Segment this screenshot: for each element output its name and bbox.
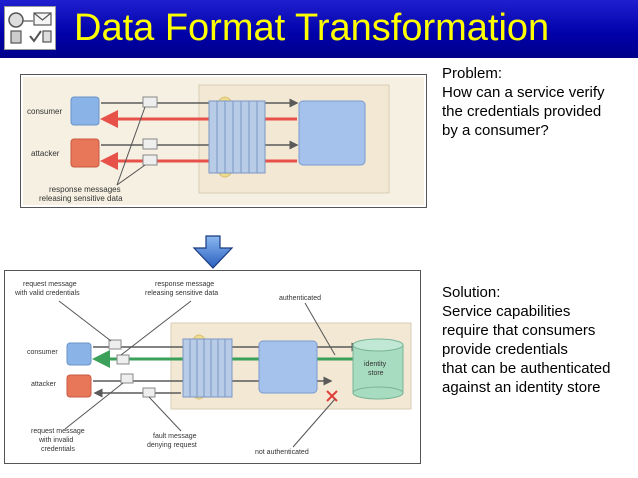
attacker-label: attacker (31, 381, 56, 388)
envelope-icon (142, 138, 158, 150)
problem-line-2: the credentials provided (442, 103, 602, 120)
envelope-icon (120, 373, 134, 384)
fault-line-1: fault message (153, 433, 197, 440)
problem-text: Problem: How can a service verify the cr… (442, 64, 605, 140)
attacker-node (70, 138, 100, 168)
authenticated-label: authenticated (279, 295, 322, 302)
request-invalid-line-3: credentials (41, 446, 75, 453)
consumer-node (66, 342, 92, 366)
identity-store-icon (352, 338, 404, 400)
consumer-label: consumer (27, 107, 63, 116)
down-arrow-icon (190, 234, 236, 275)
logo-icon (4, 6, 56, 50)
problem-line-1: How can a service verify (442, 84, 605, 101)
problem-heading: Problem: (442, 65, 503, 82)
solution-line-2: require that consumers (442, 322, 596, 339)
solution-diagram: request message with valid credentials r… (4, 270, 421, 464)
problem-diagram-graphic (23, 77, 424, 205)
solution-heading: Solution: (442, 284, 501, 301)
identity-store-line-1: identity (364, 361, 387, 368)
slide-header: Data Format Transformation (0, 0, 638, 58)
consumer-node (70, 96, 100, 126)
solution-line-5: against an identity store (442, 379, 601, 396)
envelope-icon (142, 154, 158, 166)
service-node (258, 340, 318, 394)
fault-line-2: denying request (147, 442, 197, 449)
caption-line-2: releasing sensitive data (39, 194, 123, 203)
not-authenticated-label: not authenticated (255, 449, 309, 456)
request-valid-line-2: with valid credentials (15, 290, 80, 297)
attacker-node (66, 374, 92, 398)
response-line-2: releasing sensitive data (145, 290, 219, 297)
request-valid-line-1: request message (23, 281, 77, 288)
response-line-1: response message (155, 281, 215, 288)
solution-line-4: that can be authenticated (442, 360, 611, 377)
attacker-label: attacker (31, 149, 60, 158)
solution-line-1: Service capabilities (442, 303, 571, 320)
service-node (298, 100, 366, 166)
envelope-icon (142, 96, 158, 108)
envelope-icon (108, 339, 122, 350)
identity-store-line-2: store (368, 370, 384, 377)
consumer-label: consumer (27, 349, 58, 356)
problem-diagram: consumer attacker response messages rele… (20, 74, 427, 208)
envelope-icon (142, 387, 156, 398)
solution-text: Solution: Service capabilities require t… (442, 283, 610, 397)
problem-line-3: by a consumer? (442, 122, 549, 139)
solution-line-3: provide credentials (442, 341, 568, 358)
request-invalid-line-1: request message (31, 428, 85, 435)
page-title: Data Format Transformation (74, 7, 550, 49)
caption-line-1: response messages (49, 185, 121, 194)
envelope-icon (116, 354, 130, 365)
request-invalid-line-2: with invalid (39, 437, 74, 444)
solution-diagram-graphic (58, 300, 412, 448)
